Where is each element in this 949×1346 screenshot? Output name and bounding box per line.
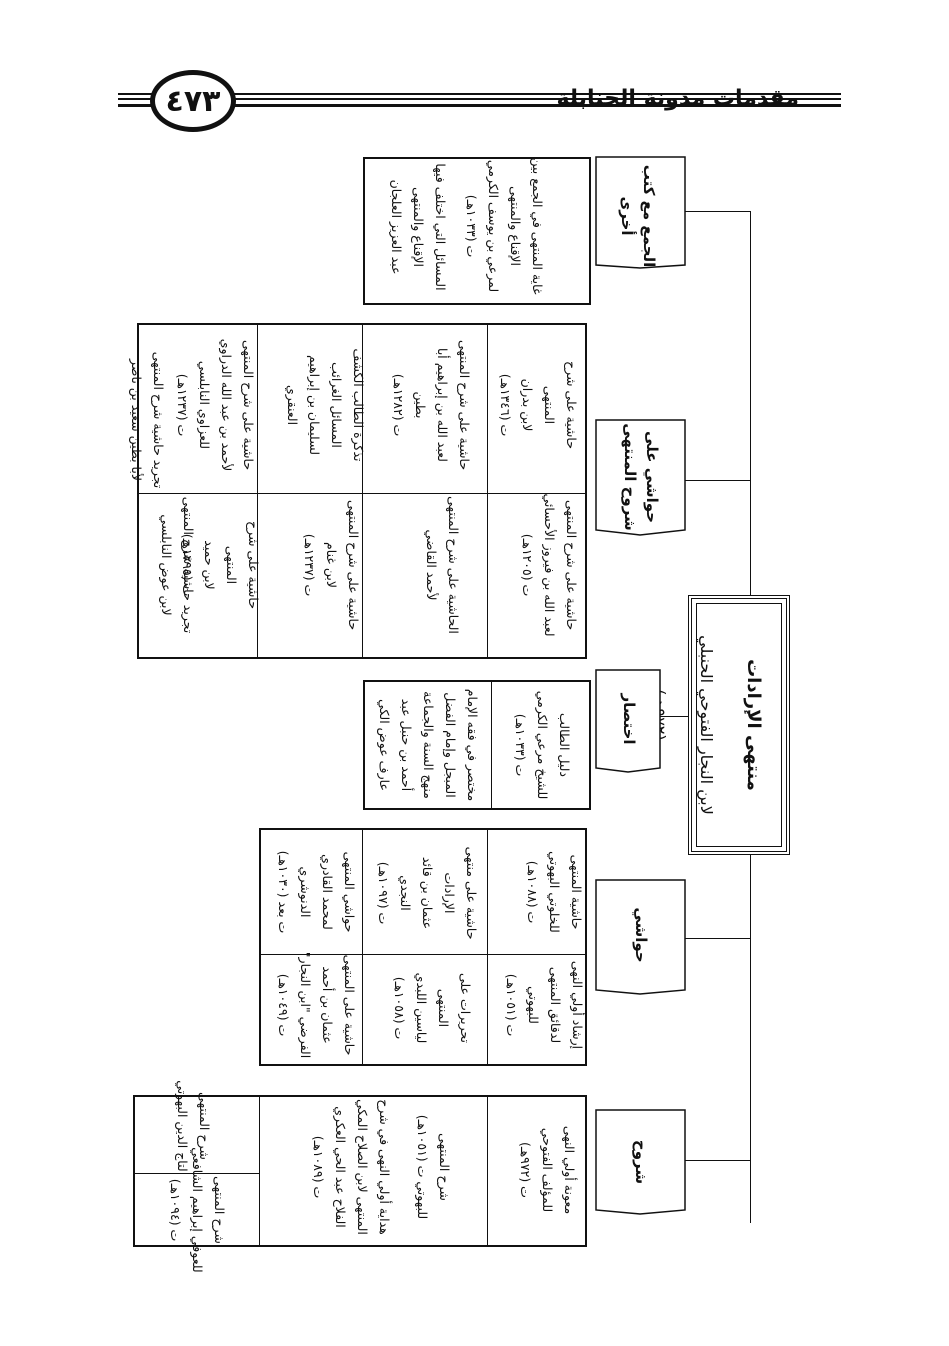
shuruh-cell-1: معونة أولي النهى للمؤلف الفتوحي ت (٩٧٢هـ… <box>518 1125 577 1215</box>
ikhtisar-cell-1: دليل الطالب للشيخ مرعي الكرمي ت (١٠٣٣هـ) <box>513 690 572 800</box>
header-rule-bottom <box>118 104 841 107</box>
hs-cell-10: تجريد حاشية شرح المنتهى لأبا بطين سعيد ب… <box>129 351 166 489</box>
hawashi-cell-1: إرشاد أولي النهى لدقائق المنتهى للبهوتي … <box>504 960 585 1050</box>
shuruh-grid: معونة أولي النهى للمؤلف الفتوحي ت (٩٧٢هـ… <box>133 1080 587 1273</box>
hs-cell-6: الحاشية على شرح المنتهى لأحمد القاضي <box>424 496 461 634</box>
jam-box: غاية المنتهى في الجمع بين الإقناع والمنت… <box>363 157 591 305</box>
branch-line-shuruh <box>676 1160 751 1161</box>
page-header-title: مقدمات مدونة الحنابلة <box>556 86 799 111</box>
hawashi-cell-5: حاشية على المنتهى عثمان بن أحمد الفرضي "… <box>276 951 357 1059</box>
sh-col-divider-1 <box>259 1097 260 1245</box>
hs-col-divider-2 <box>487 325 488 657</box>
branch-line-ikhtisar <box>660 716 690 717</box>
main-book-author: لابن النجار الفتوحي الحنبلي <box>697 635 716 815</box>
hs-col-divider-3 <box>257 325 258 495</box>
hs-cell-1: حاشية على شرح المنتهى لابن بدران ت (١٣٤٦… <box>498 361 579 449</box>
branch-line-hawashi <box>676 938 751 939</box>
category-hawashi-shuruh: حواشي على شروح المنتهى <box>621 423 661 531</box>
ikhtisar-cell-2: مختصر في فقه الإمام المبجل وإمام الفضل م… <box>377 688 480 802</box>
shuruh-cell-3: هداية أولي النهى في شرح المنتهى لابن الص… <box>311 1099 392 1235</box>
hs-col-divider-1 <box>362 325 363 657</box>
header-rule-top <box>118 93 841 95</box>
main-book-text: منتهى الإرادات لابن النجار الفتوحي الحنب… <box>650 599 786 851</box>
main-book-box: منتهى الإرادات لابن النجار الفتوحي الحنب… <box>650 595 790 855</box>
branch-line-hawashi-shuruh <box>676 480 751 481</box>
page-number-badge: ٤٧٣ <box>150 70 236 132</box>
category-shuruh: شروح <box>632 1139 650 1185</box>
category-jam: الجمع مع كتب أخرى <box>618 164 658 268</box>
main-book-date: ت (٩٧٢هـ) <box>650 689 669 761</box>
hawashi-shuruh-grid: حاشية على شرح المنتهى لابن بدران ت (١٣٤٦… <box>129 323 587 659</box>
ikhtisar-box: دليل الطالب للشيخ مرعي الكرمي ت (١٠٣٣هـ)… <box>363 680 591 810</box>
branch-line-jam <box>676 211 751 212</box>
hs-cell-3: تذكرة الطالب الكشف المسائل الغرائب لسليم… <box>285 348 366 462</box>
hs-col-divider-4 <box>257 495 258 657</box>
sh-row-divider <box>135 1173 259 1174</box>
hw-row-divider <box>261 954 585 955</box>
hs-cell-2: حاشية على شرح المنتهى لعبد الله بن إبراه… <box>391 339 472 471</box>
sh-col-divider-2 <box>487 1097 488 1245</box>
hw-col-divider-2 <box>487 830 488 1064</box>
category-ikhtisar: اختصار <box>620 693 638 745</box>
jam-cell-2: المسائل التي اختلف فيها الإقناع والمنتهى… <box>389 163 448 291</box>
hawashi-cell-2: حاشية المنتهى للخلوتي البهوتي ت (١٠٨٨هـ) <box>525 851 584 933</box>
hs-row-divider <box>139 493 585 494</box>
hs-cell-9: تجريد حاشية شرح المنتهى لابن عوض النابلس… <box>159 496 196 634</box>
jam-cell-1: غاية المنتهى في الجمع بين الإقناع والمنت… <box>464 157 545 295</box>
hawashi-cell-6: حواشي المنتهى لمحمد القادري الدنوشري ت ب… <box>276 850 357 934</box>
shuruh-cell-5: شرح المنتهى لتاج الدين البهوتي <box>175 1080 212 1172</box>
header-rule-mid <box>118 98 841 100</box>
hs-cell-7: حاشية على شرح المنتهى لابن غنام ت (١٢٣٧ه… <box>302 499 361 631</box>
ikhtisar-divider <box>491 682 492 808</box>
hs-cell-5: حاشية على شرح المنتهى لعبد الله بن فيروز… <box>520 493 579 637</box>
main-book-title: منتهى الإرادات <box>743 659 764 791</box>
hawashi-cell-4: حاشية على منتهى الإرادات عثمان بن قائد ا… <box>376 846 479 940</box>
category-hawashi: حواشي <box>632 907 650 963</box>
hawashi-grid: إرشاد أولي النهى لدقائق المنتهى للبهوتي … <box>259 828 587 1066</box>
hw-col-divider-1 <box>362 830 363 1064</box>
shuruh-cell-2: شرح المنتهى للبهوتي ت (١٠٥١هـ) <box>415 1114 452 1220</box>
hawashi-cell-3: تحريرات على المنتهى لياسين اللبدي ت (١٠٥… <box>392 972 473 1044</box>
